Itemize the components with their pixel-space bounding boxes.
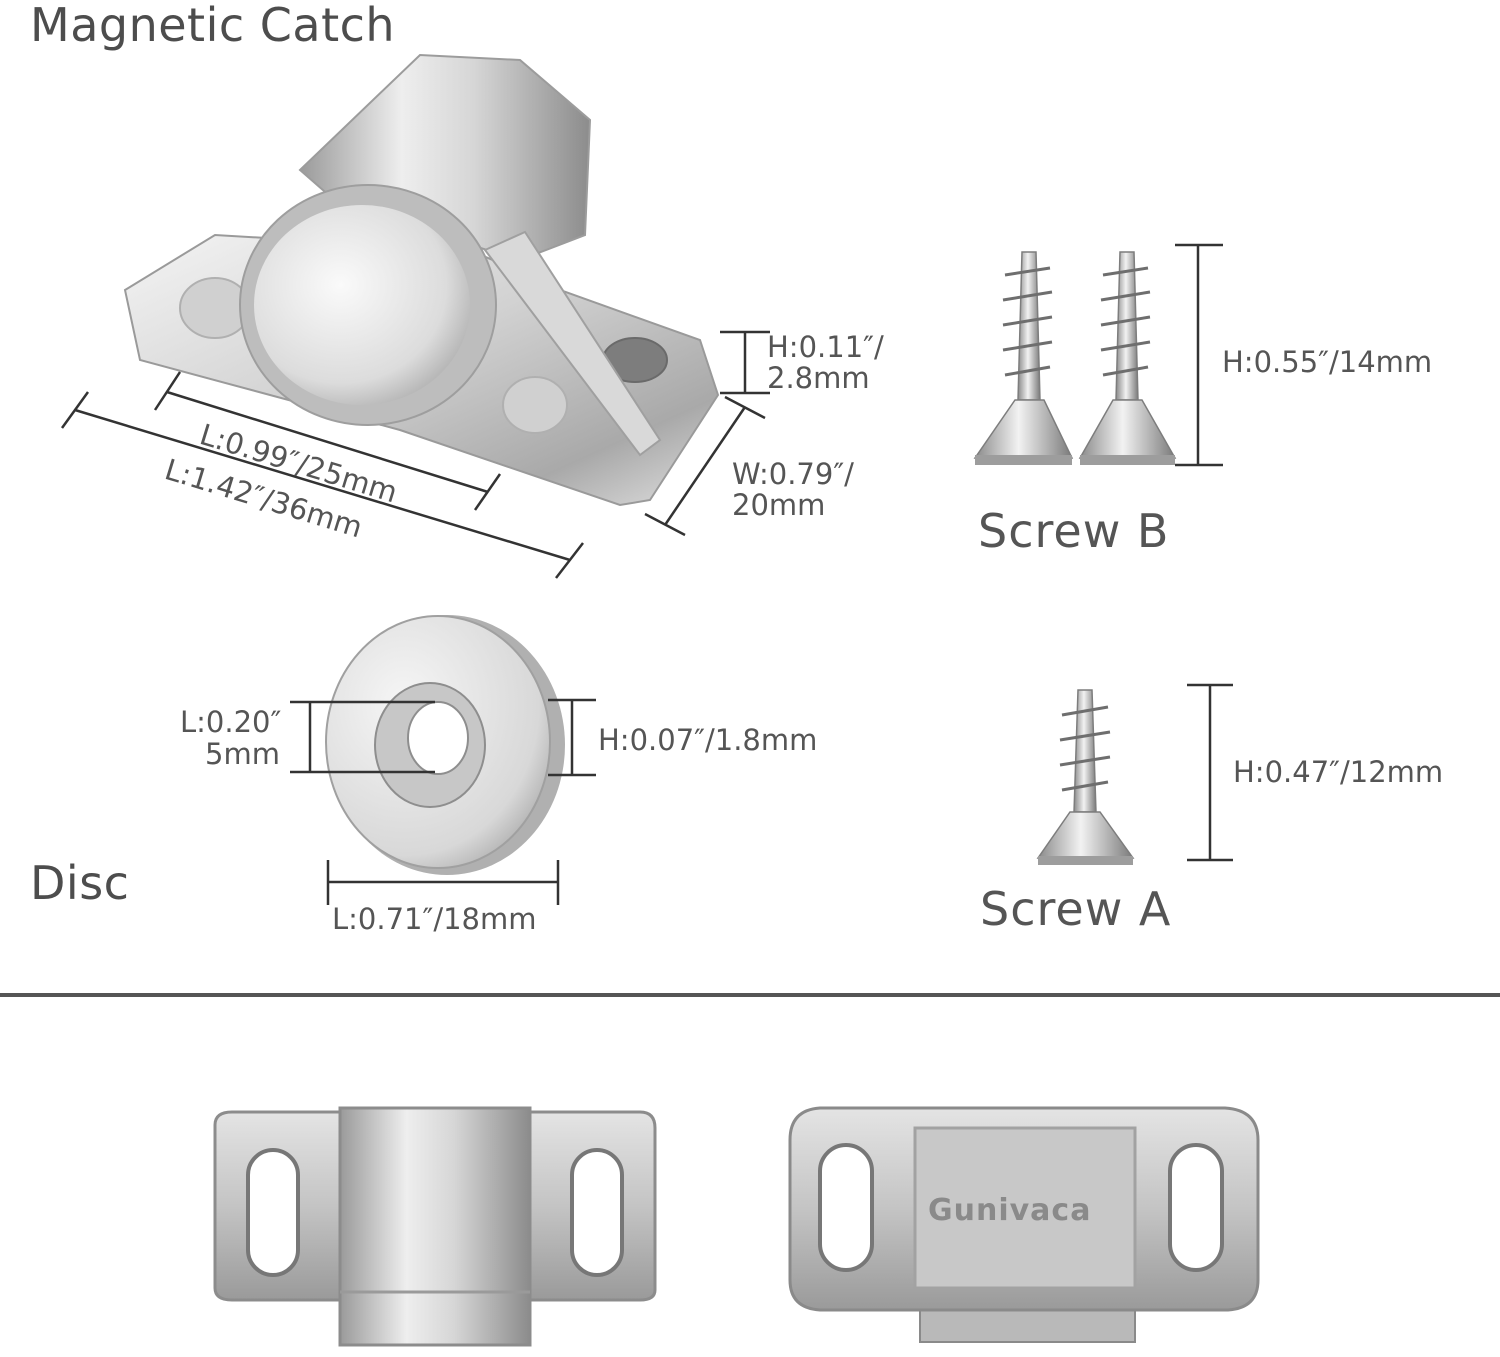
front-view-right-slot: [570, 1148, 624, 1277]
front-view-cylinder: [338, 1106, 532, 1347]
screw-a-dimension-line: [1187, 683, 1233, 862]
front-view-left-slot: [246, 1148, 300, 1277]
back-view-right-slot: [1168, 1143, 1224, 1272]
screw-b-right: [1078, 251, 1177, 465]
screw-b-height-label: H:0.55″/14mm: [1222, 345, 1433, 379]
catch-height-inch-label: H:0.11″/: [767, 330, 884, 364]
catch-dimension-lines: [60, 330, 770, 579]
disc-title: Disc: [30, 856, 130, 910]
disc-dimension-lines: [290, 698, 596, 905]
disc-hole-mm-label: 5mm: [205, 737, 280, 771]
catch-width-mm-label: 20mm: [732, 488, 826, 522]
catch-support-fin: [483, 230, 662, 457]
disc-hole: [407, 701, 469, 775]
catch-width-inch-label: W:0.79″/: [732, 457, 854, 491]
screw-b-dimension-line: [1175, 243, 1223, 467]
disc-hole-inch-label: L:0.20″: [180, 705, 282, 739]
screw-b-left: [973, 251, 1074, 465]
catch-back-view: [788, 1106, 1260, 1343]
screw-a-illustration: [1036, 689, 1135, 865]
screw-b-illustration: [973, 251, 1177, 465]
catch-magnet-face: [254, 205, 470, 405]
catch-front-view: [213, 1106, 657, 1347]
back-view-left-slot: [818, 1143, 874, 1272]
disc-illustration: [325, 615, 565, 875]
magnetic-catch-illustration: [123, 53, 720, 507]
catch-right-rivet: [502, 376, 568, 434]
magnetic-catch-title: Magnetic Catch: [30, 0, 396, 52]
catch-height-mm-label: 2.8mm: [767, 361, 870, 395]
disc-length-label: L:0.71″/18mm: [332, 902, 537, 936]
disc-height-label: H:0.07″/1.8mm: [598, 723, 818, 757]
embossed-brand-text: Gunivaca: [928, 1193, 1092, 1228]
screw-a-title: Screw A: [980, 882, 1172, 936]
screw-a-height-label: H:0.47″/12mm: [1233, 755, 1444, 789]
screw-b-title: Screw B: [978, 504, 1170, 558]
back-view-brand-panel: [913, 1126, 1137, 1290]
